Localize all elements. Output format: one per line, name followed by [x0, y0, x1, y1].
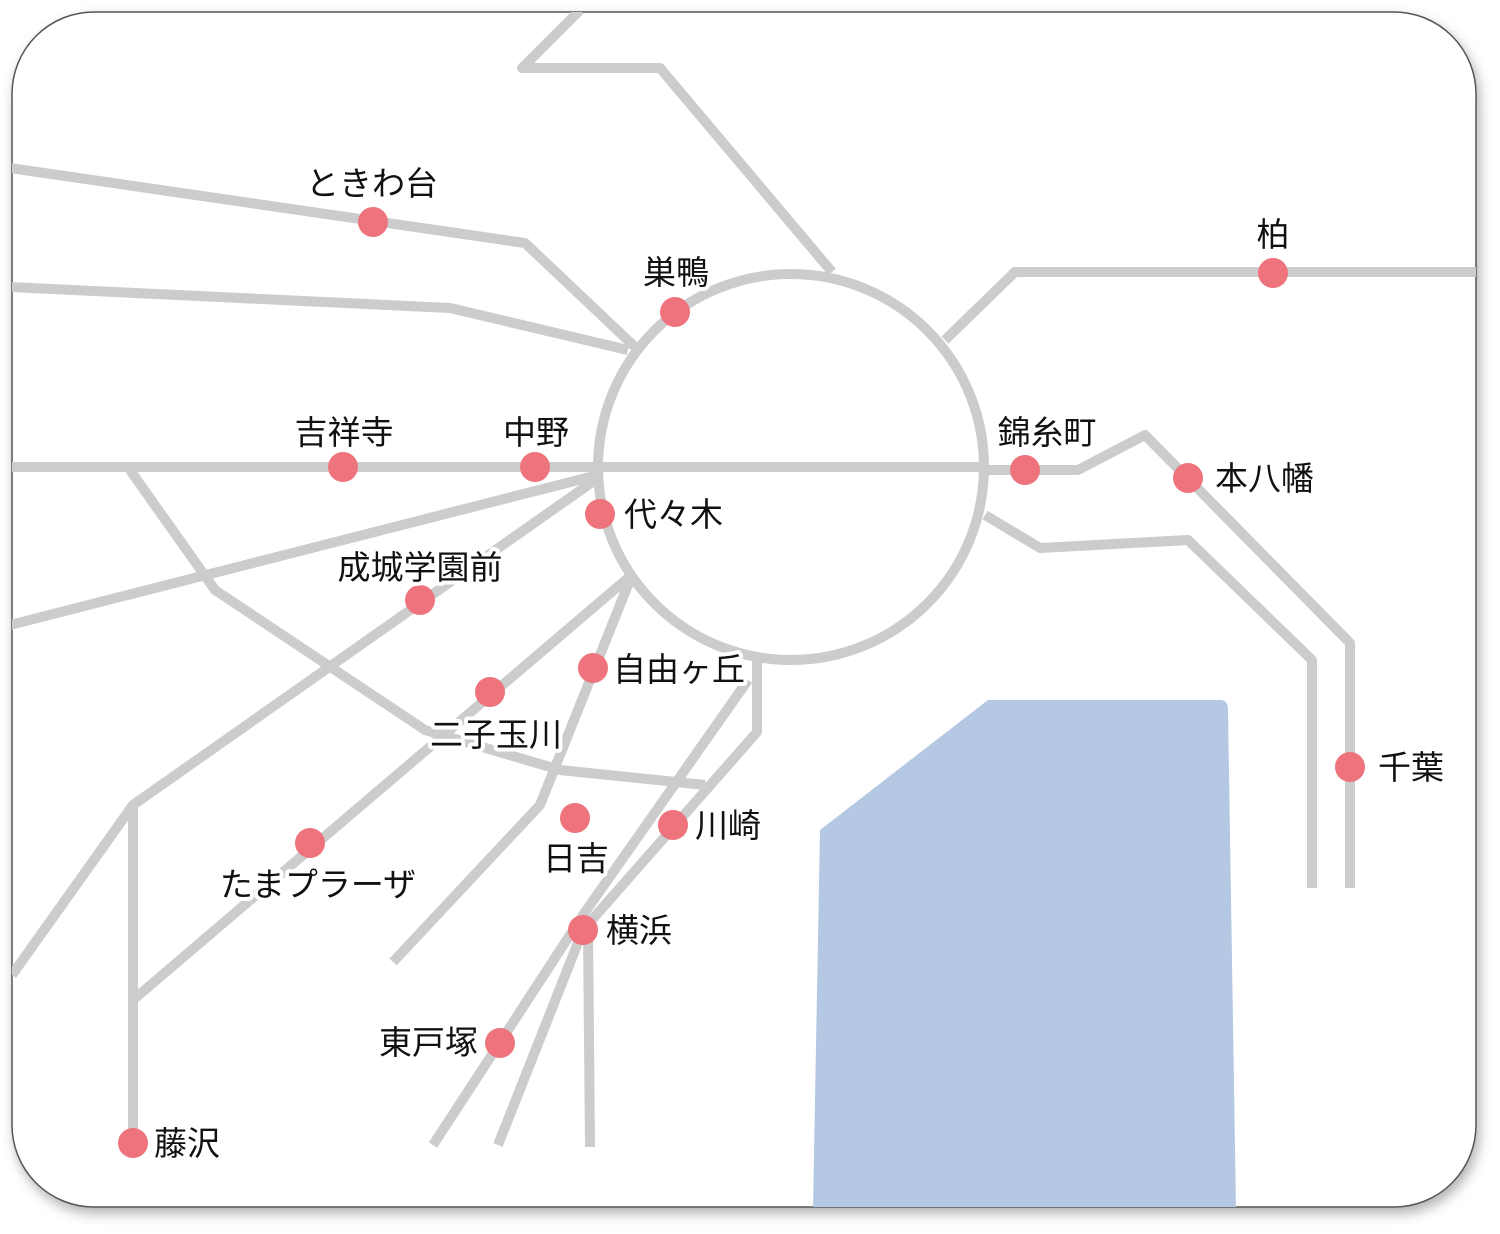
station-marker — [358, 207, 388, 237]
station-label: 川崎 — [695, 806, 761, 845]
station-label: 錦糸町 — [998, 413, 1097, 452]
station-15: 本八幡 — [1173, 455, 1318, 502]
station-marker — [1335, 752, 1365, 782]
station-11: 横浜 — [568, 907, 676, 954]
rail-line — [982, 510, 1317, 888]
station-marker — [658, 810, 688, 840]
station-label: 代々木 — [624, 495, 723, 534]
station-2: 吉祥寺 — [291, 409, 398, 482]
station-marker — [1258, 258, 1288, 288]
rail-line — [583, 929, 595, 1148]
station-marker — [295, 828, 325, 858]
station-marker — [568, 915, 598, 945]
station-label: たまプラーザ — [220, 865, 416, 904]
station-5: 成城学園前 — [334, 544, 507, 615]
station-label: 藤沢 — [154, 1124, 220, 1163]
station-marker — [578, 653, 608, 683]
rail-line — [12, 163, 639, 351]
rail-line — [941, 267, 1476, 344]
station-label: 千葉 — [1378, 748, 1444, 787]
station-marker — [328, 452, 358, 482]
station-marker — [1173, 463, 1203, 493]
station-3: 中野 — [499, 409, 573, 482]
station-10: 川崎 — [658, 802, 765, 849]
station-0: ときわ台 — [302, 160, 442, 237]
station-label: 日吉 — [543, 839, 609, 878]
station-label: 吉祥寺 — [295, 413, 394, 452]
station-label: 本八幡 — [1215, 459, 1314, 498]
station-marker — [485, 1028, 515, 1058]
station-16: 柏 — [1253, 211, 1294, 288]
station-marker — [520, 452, 550, 482]
station-14: 錦糸町 — [994, 409, 1101, 485]
station-marker — [660, 297, 690, 327]
station-6: 自由ヶ丘 — [578, 646, 749, 693]
loop-line — [593, 269, 989, 665]
station-7: 二子玉川 — [426, 677, 566, 758]
station-9: 日吉 — [539, 803, 613, 882]
station-label: 成城学園前 — [338, 548, 503, 587]
station-13: 藤沢 — [118, 1120, 224, 1167]
station-marker — [475, 677, 505, 707]
station-label: 東戸塚 — [379, 1023, 478, 1062]
station-label: 横浜 — [606, 911, 672, 950]
rail-line — [12, 282, 630, 355]
rail-line — [129, 574, 632, 1004]
station-1: 巣鴨 — [639, 249, 713, 327]
station-marker — [118, 1128, 148, 1158]
water-bay — [813, 700, 1236, 1207]
station-marker — [585, 499, 615, 529]
station-marker — [1010, 455, 1040, 485]
station-8: たまプラーザ — [216, 828, 420, 908]
station-label: ときわ台 — [306, 164, 438, 203]
rail-line — [985, 430, 1355, 888]
station-4: 代々木 — [585, 491, 727, 538]
station-label: 柏 — [1257, 215, 1290, 254]
station-17: 千葉 — [1335, 744, 1448, 791]
rail-line — [517, 12, 836, 276]
station-label: 巣鴨 — [643, 253, 709, 292]
station-label: 二子玉川 — [430, 715, 562, 754]
station-marker — [560, 803, 590, 833]
station-marker — [405, 585, 435, 615]
station-label: 自由ヶ丘 — [613, 650, 745, 689]
rail-line — [12, 470, 600, 630]
station-label: 中野 — [503, 413, 569, 452]
rail-line — [125, 467, 706, 790]
station-12: 東戸塚 — [375, 1019, 515, 1066]
